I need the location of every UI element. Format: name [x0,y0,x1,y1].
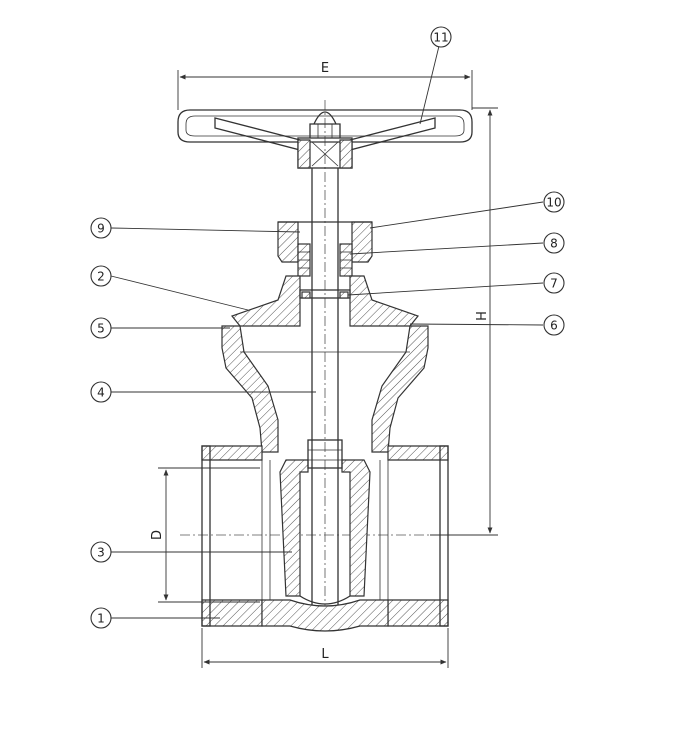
bonnet [231,275,419,327]
svg-text:6: 6 [550,319,558,333]
callout-10: 10 [543,191,565,213]
stem [311,168,339,612]
svg-text:5: 5 [97,322,105,336]
svg-text:2: 2 [97,270,105,284]
svg-text:9: 9 [97,222,105,236]
svg-text:4: 4 [97,386,105,400]
leader-lines [110,45,544,619]
callout-7: 7 [543,272,565,294]
dimension-H-label: H [475,311,490,321]
callout-1: 1 [90,607,112,629]
dimension-L-label: L [321,647,329,662]
callout-8: 8 [543,232,565,254]
callout-9: 9 [90,217,112,239]
gate-wedge [279,439,371,605]
dimension-E: E [177,61,473,110]
svg-text:7: 7 [550,277,558,291]
callout-2: 2 [90,265,112,287]
svg-text:8: 8 [550,237,558,251]
svg-text:1: 1 [97,612,105,626]
svg-text:10: 10 [546,196,561,210]
dimension-L: L [201,628,449,668]
callout-5: 5 [90,317,112,339]
callout-4: 4 [90,381,112,403]
svg-text:11: 11 [433,31,448,45]
dimension-E-label: E [321,61,329,76]
callout-6: 6 [543,314,565,336]
handwheel [177,109,473,169]
svg-text:3: 3 [97,546,105,560]
dimension-H: H [430,107,498,536]
callout-11: 11 [430,26,452,48]
dimension-D: D [150,467,260,603]
valve-body [201,325,449,632]
dimension-D-label: D [150,530,165,540]
callout-3: 3 [90,541,112,563]
